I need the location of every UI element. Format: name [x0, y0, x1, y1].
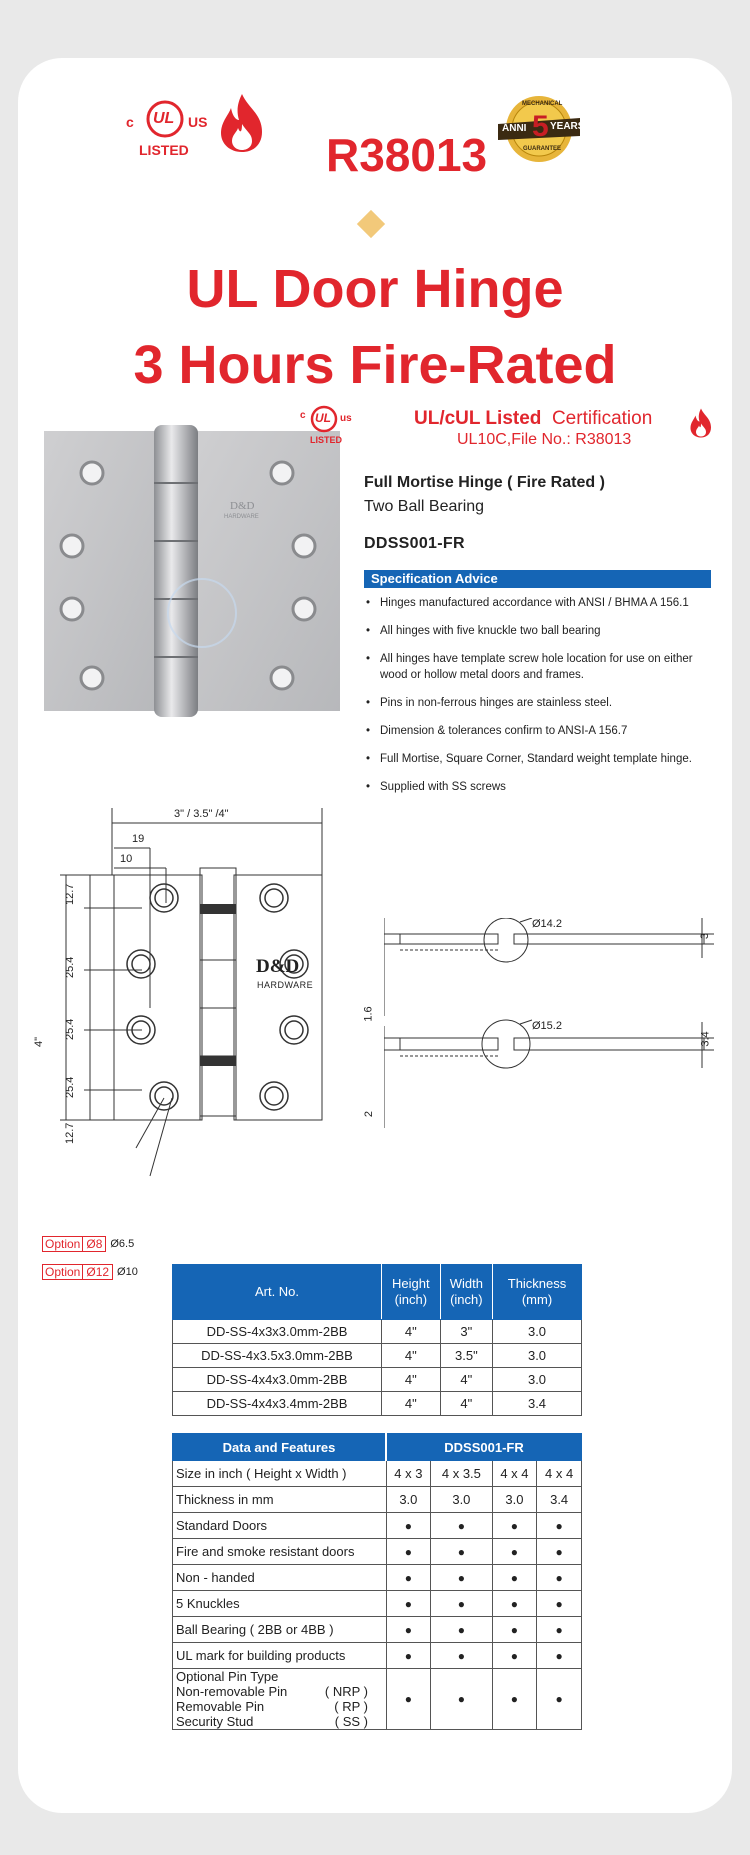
- diamond-divider-icon: [356, 209, 386, 239]
- flame-icon: [221, 94, 262, 152]
- dim-v4: 25.4: [64, 1076, 76, 1098]
- table-row: UL mark for building products●●●●: [172, 1642, 582, 1669]
- hinge-side-views: [384, 918, 714, 1128]
- side1-thickness: 3: [699, 932, 712, 940]
- hinge-photo-brand: D&D: [230, 500, 255, 512]
- dim-v5: 12.7: [64, 1122, 76, 1144]
- spec-list: Hinges manufactured accordance with ANSI…: [364, 595, 709, 795]
- side2-left-dim: 2: [363, 1110, 376, 1118]
- page-title-line1: UL Door Hinge: [186, 259, 564, 319]
- drawing-brand: D&D: [256, 956, 300, 977]
- features-table: Data and Features DDSS001-FR Size in inc…: [172, 1433, 582, 1730]
- hinge-photo-brand-sub: HARDWARE: [224, 514, 259, 520]
- option-12: Option Ø12 Ø10: [42, 1264, 138, 1280]
- side2-thickness: 3.4: [699, 1031, 712, 1047]
- spec-item: All hinges with five knuckle two ball be…: [364, 623, 709, 639]
- col-thickness: Thickness(mm): [492, 1264, 582, 1320]
- product-code: DDSS001-FR: [364, 535, 465, 552]
- side2-diameter: Ø15.2: [532, 1020, 562, 1032]
- cert-ul-logo: c UL us LISTED: [300, 405, 360, 447]
- col-features: Data and Features: [172, 1433, 387, 1461]
- hinge-technical-drawing: [60, 808, 323, 1177]
- table-row: Standard Doors●●●●: [172, 1512, 582, 1539]
- dim-v3: 25.4: [64, 1018, 76, 1040]
- side1-left-dim: 1.6: [362, 1006, 375, 1022]
- table-row-pin-type: Optional Pin Type Non-removable Pin( NRP…: [172, 1668, 582, 1730]
- spec-item: Hinges manufactured accordance with ANSI…: [364, 595, 709, 611]
- dim-v1: 12.7: [64, 883, 76, 905]
- cert-title: UL/cUL Listed Certification: [414, 408, 653, 429]
- spec-item: All hinges have template screw hole loca…: [364, 651, 709, 683]
- table-row: Non - handed●●●●: [172, 1564, 582, 1591]
- col-art-no: Art. No.: [172, 1264, 382, 1320]
- table-header-row: Data and Features DDSS001-FR: [172, 1433, 582, 1461]
- spec-heading: Specification Advice: [364, 570, 711, 588]
- spec-item: Dimension & tolerances confirm to ANSI-A…: [364, 723, 709, 739]
- dim-width: 3" / 3.5" /4": [174, 808, 229, 820]
- ul-circle-icon: [146, 100, 184, 138]
- dim-v2: 25.4: [64, 956, 76, 978]
- drawing-brand-sub: HARDWARE: [257, 980, 314, 990]
- cert-ul-circle-icon: [310, 405, 338, 433]
- guarantee-badge: MECHANICAL ANNI 5 YEARS GUARANTEE: [496, 94, 584, 164]
- col-model: DDSS001-FR: [385, 1433, 582, 1461]
- file-number: R38013: [326, 129, 488, 181]
- product-name: Full Mortise Hinge ( Fire Rated ): [364, 474, 605, 491]
- dim-19: 19: [132, 833, 145, 845]
- hinge-photo: [44, 425, 340, 717]
- cert-flame-icon: [690, 408, 711, 438]
- table-row: 5 Knuckles●●●●: [172, 1590, 582, 1617]
- dim-height: 4": [33, 1036, 46, 1048]
- ul-listed-logo: c UL US LISTED: [126, 100, 226, 162]
- gold-seal-icon: [498, 96, 580, 162]
- spec-item: Pins in non-ferrous hinges are stainless…: [364, 695, 709, 711]
- option-8: Option Ø8 Ø6.5: [42, 1236, 134, 1252]
- article-table: Art. No. Height(inch) Width(inch) Thickn…: [172, 1264, 582, 1416]
- table-row: Fire and smoke resistant doors●●●●: [172, 1538, 582, 1565]
- cert-file-no: UL10C,File No.: R38013: [457, 431, 632, 448]
- content-card: c UL US LISTED R38013 MECHANICAL ANNI 5 …: [18, 58, 732, 1813]
- dim-10: 10: [120, 853, 133, 865]
- spec-item: Supplied with SS screws: [364, 779, 709, 795]
- table-row: Ball Bearing ( 2BB or 4BB )●●●●: [172, 1616, 582, 1643]
- col-height: Height(inch): [381, 1264, 441, 1320]
- spec-item: Full Mortise, Square Corner, Standard we…: [364, 751, 709, 767]
- side1-diameter: Ø14.2: [532, 918, 562, 930]
- table-header-row: Art. No. Height(inch) Width(inch) Thickn…: [172, 1264, 582, 1320]
- product-subtitle: Two Ball Bearing: [364, 498, 485, 515]
- page-title-line2: 3 Hours Fire-Rated: [133, 335, 617, 395]
- col-width: Width(inch): [439, 1264, 494, 1320]
